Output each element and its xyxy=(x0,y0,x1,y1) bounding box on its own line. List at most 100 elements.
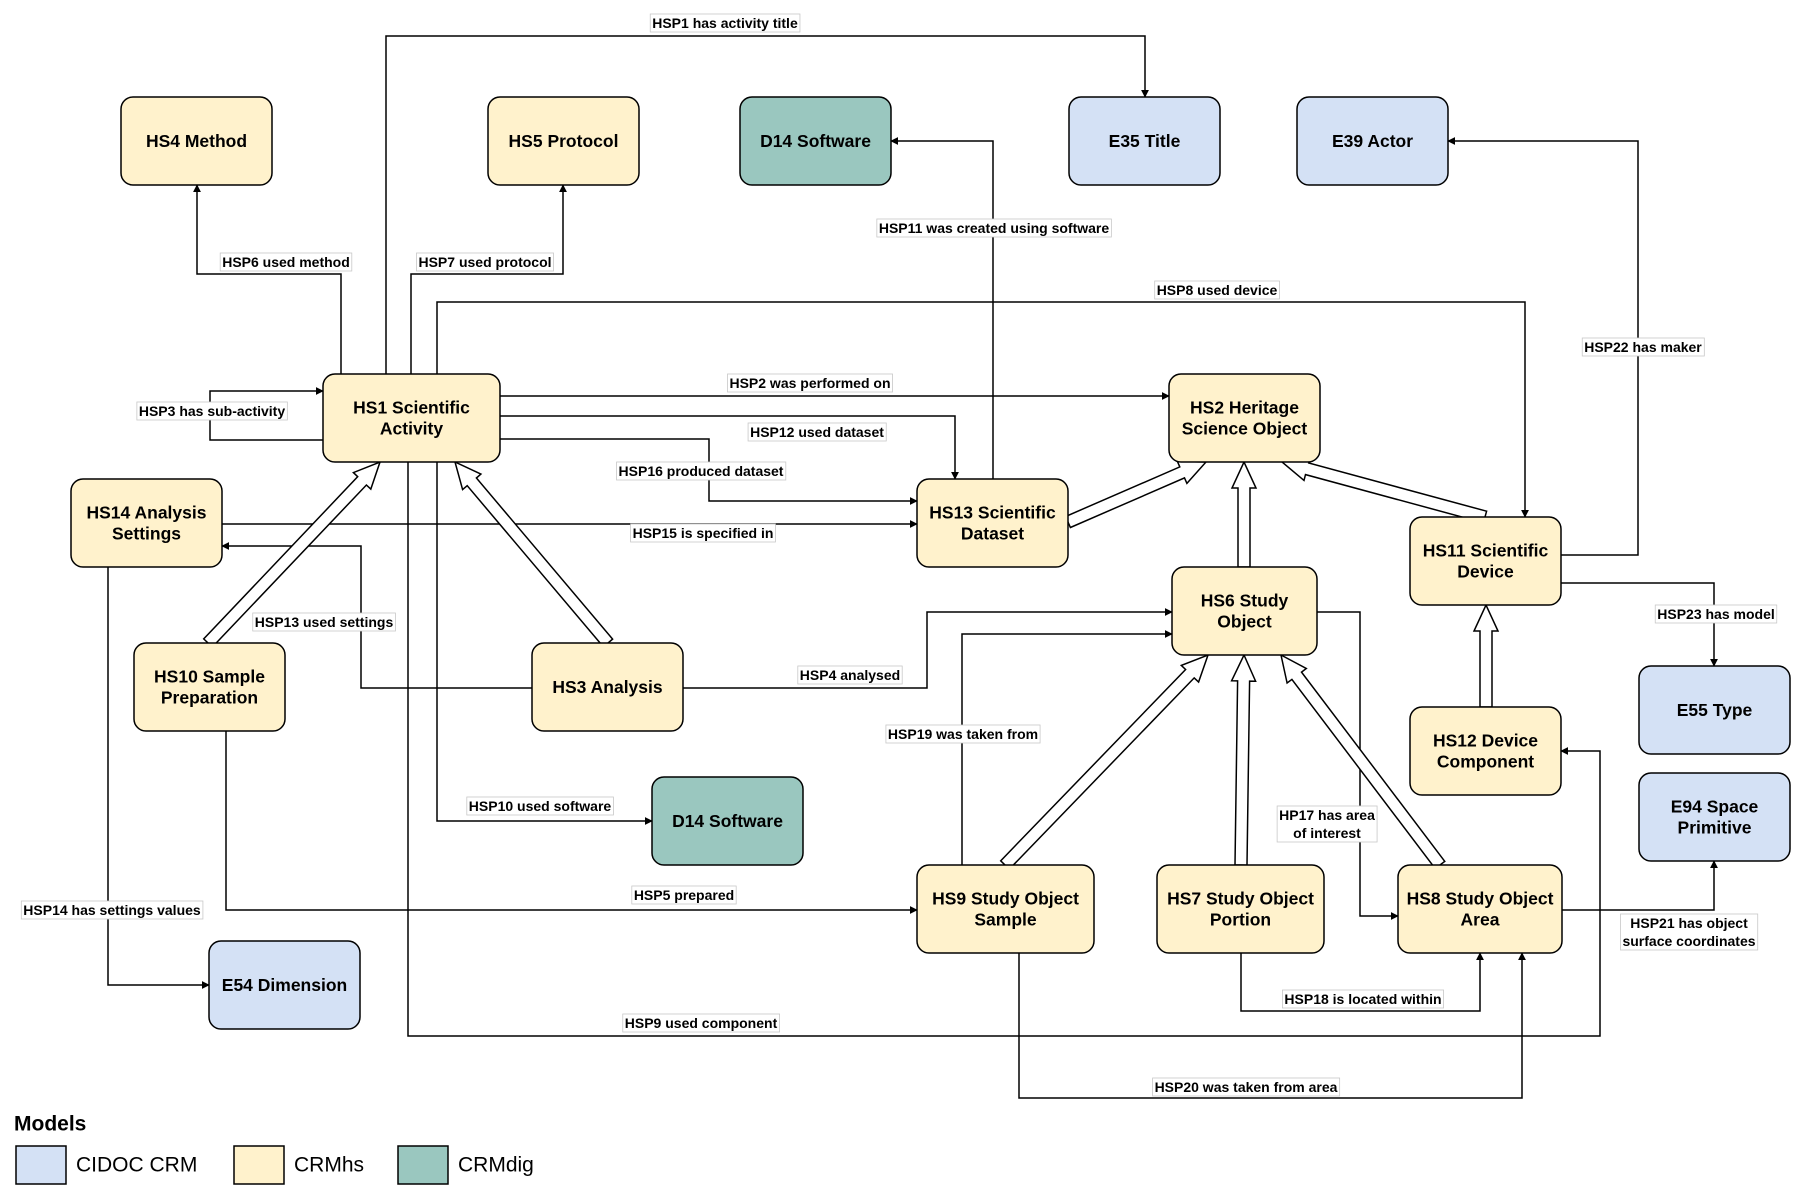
label-background xyxy=(649,13,801,33)
node-label: Portion xyxy=(1210,910,1271,930)
node-box xyxy=(487,96,640,186)
node-label: Sample xyxy=(974,910,1037,930)
node-e35[interactable]: E35 Title xyxy=(1068,96,1221,186)
edge-label-text: HP17 has area xyxy=(1279,807,1375,823)
node-label: D14 Software xyxy=(760,131,871,151)
node-label: Science Object xyxy=(1182,419,1308,439)
edge-label-text: HSP19 was taken from xyxy=(888,726,1038,742)
legend-title: Models xyxy=(14,1113,86,1136)
node-box xyxy=(322,373,501,463)
edge-hsp14 xyxy=(107,567,210,989)
edge-hsp20 xyxy=(1018,952,1526,1099)
edge-label-text: HSP8 used device xyxy=(1157,282,1278,298)
node-label: HS2 Heritage xyxy=(1190,398,1299,418)
subclass-arrow-hs3-to-hs1 xyxy=(453,460,614,648)
label-background xyxy=(416,252,554,272)
edge-label-text: HSP10 used software xyxy=(469,798,612,814)
node-d14b[interactable]: D14 Software xyxy=(651,776,804,866)
edge-hsp9 xyxy=(407,462,1601,1037)
edge-label-text: HSP14 has settings values xyxy=(23,902,201,918)
edge-hsp4 xyxy=(683,608,1173,689)
node-label: Primitive xyxy=(1678,818,1752,838)
edge-hsp18 xyxy=(1240,952,1484,1012)
node-label: Activity xyxy=(380,419,443,439)
node-label: E39 Actor xyxy=(1332,131,1413,151)
node-box xyxy=(1638,665,1791,755)
node-label: Preparation xyxy=(161,688,258,708)
edge-label-hsp18: HSP18 is located within xyxy=(1282,989,1444,1009)
edge-label-hsp14: HSP14 has settings values xyxy=(20,900,204,920)
node-label: Component xyxy=(1437,752,1534,772)
node-box xyxy=(651,776,804,866)
edge-hsp8 xyxy=(436,301,1529,518)
edge-label-hsp20: HSP20 was taken from area xyxy=(1152,1077,1341,1097)
node-hs3[interactable]: HS3 Analysis xyxy=(531,642,684,732)
node-d14a[interactable]: D14 Software xyxy=(739,96,892,186)
edge-label-hsp3: HSP3 has sub-activity xyxy=(136,401,288,421)
edge-label-hsp13: HSP13 used settings xyxy=(252,612,396,632)
node-e54[interactable]: E54 Dimension xyxy=(208,940,361,1030)
node-label: E55 Type xyxy=(1677,700,1753,720)
label-background xyxy=(631,885,737,905)
node-label: D14 Software xyxy=(672,811,783,831)
node-box xyxy=(1168,373,1321,463)
edge-label-hsp5: HSP5 prepared xyxy=(631,885,737,905)
legend-label: CRMhs xyxy=(294,1154,364,1177)
edge-hsp23 xyxy=(1561,582,1718,667)
legend-label: CRMdig xyxy=(458,1154,534,1177)
label-background xyxy=(1654,604,1778,624)
edge-label-hsp2: HSP2 was performed on xyxy=(727,373,893,393)
node-e39[interactable]: E39 Actor xyxy=(1296,96,1449,186)
edge-hsp21 xyxy=(1562,860,1718,911)
node-label: HS11 Scientific xyxy=(1423,541,1549,561)
node-box xyxy=(916,864,1095,954)
legend-swatch xyxy=(233,1145,285,1185)
edge-label-text: HSP11 was created using software xyxy=(879,220,1110,236)
label-background xyxy=(219,252,353,272)
node-box xyxy=(1068,96,1221,186)
node-label: Settings xyxy=(112,524,181,544)
edge-label-hsp17: HP17 has area of interest xyxy=(1276,805,1378,843)
label-background xyxy=(20,900,204,920)
edge-label-text: of interest xyxy=(1293,825,1361,841)
node-hs4[interactable]: HS4 Method xyxy=(120,96,273,186)
edge-label-text: HSP3 has sub-activity xyxy=(139,403,285,419)
node-box xyxy=(1296,96,1449,186)
node-label: HS4 Method xyxy=(146,131,247,151)
subclass-arrow-hs6-to-hs2 xyxy=(1230,460,1258,568)
node-box xyxy=(120,96,273,186)
node-box xyxy=(916,478,1069,568)
label-background xyxy=(616,461,787,481)
label-background xyxy=(630,523,776,543)
edge-label-hsp22: HSP22 has maker xyxy=(1581,337,1705,357)
subclass-arrow-hs10-to-hs1 xyxy=(202,460,382,649)
node-label: Dataset xyxy=(961,524,1024,544)
node-hs5[interactable]: HS5 Protocol xyxy=(487,96,640,186)
subclass-arrows xyxy=(202,456,1500,871)
subclass-arrow-hs7-to-hs6 xyxy=(1230,653,1257,866)
node-e55[interactable]: E55 Type xyxy=(1638,665,1791,755)
node-box xyxy=(1409,706,1562,796)
label-background xyxy=(1620,913,1759,951)
node-label: HS1 Scientific xyxy=(353,398,470,418)
edge-hsp1 xyxy=(385,35,1149,374)
edge-label-hsp4: HSP4 analysed xyxy=(797,665,903,685)
node-box xyxy=(208,940,361,1030)
legend-swatch xyxy=(15,1145,67,1185)
